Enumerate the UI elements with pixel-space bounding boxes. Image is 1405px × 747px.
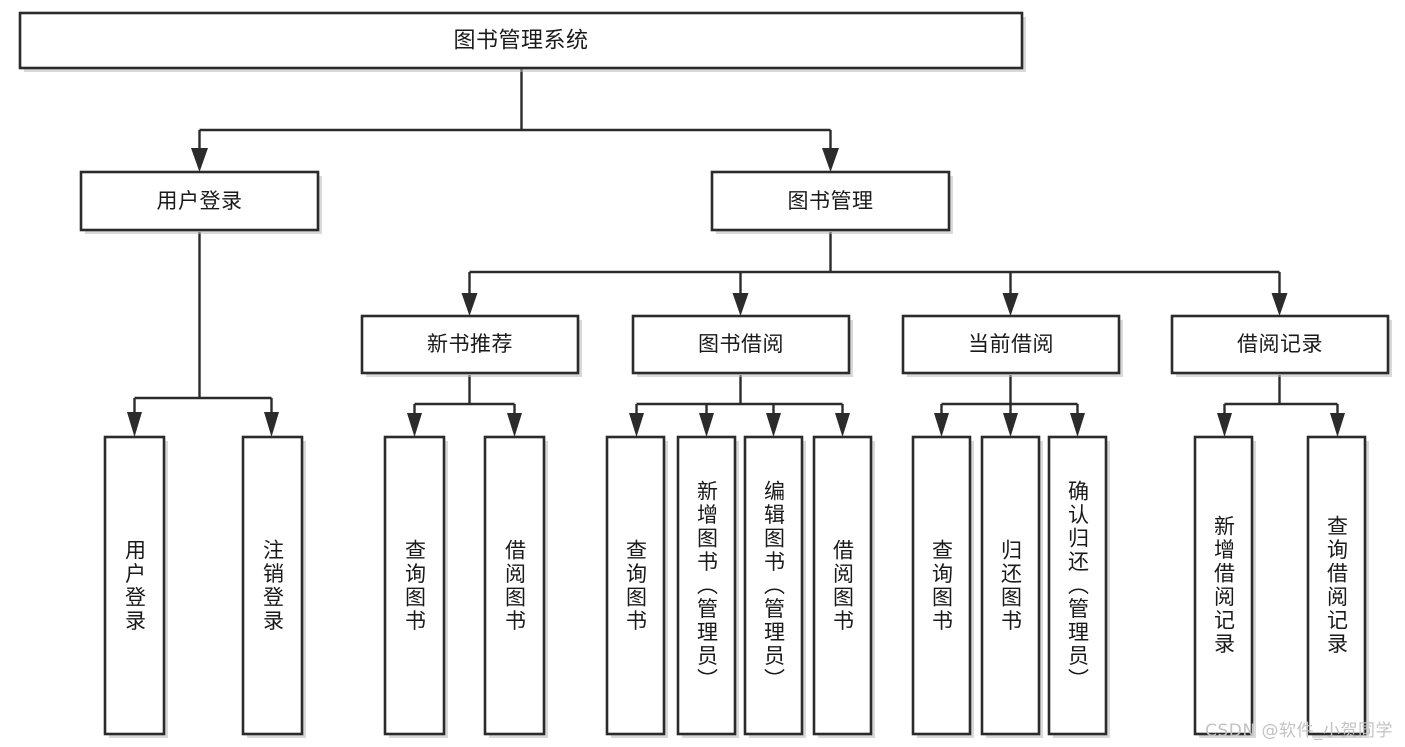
leaf-add-book-admin-box[interactable] <box>676 435 737 736</box>
leaf-add-book-admin[interactable] <box>676 435 739 738</box>
arrowhead-leaf-query-book-current <box>934 413 949 437</box>
arrowhead-leaf-borrow-book <box>835 413 850 437</box>
arrowhead-user-login <box>191 148 208 172</box>
leaf-query-book-current[interactable] <box>911 435 974 738</box>
arrowhead-new-book-recommend <box>461 293 478 316</box>
arrowhead-leaf-query-book-recommend <box>407 413 422 437</box>
book-management-box[interactable] <box>710 170 951 232</box>
leaf-borrow-book-box[interactable] <box>812 435 873 736</box>
book-management-label: 图书管理 <box>788 189 874 213</box>
arrowhead-borrow-record <box>1271 293 1288 316</box>
leaf-return-book-box[interactable] <box>980 435 1041 736</box>
arrowhead-leaf-query-book-borrow <box>629 413 644 437</box>
arrowhead-leaf-add-book-admin <box>699 413 714 437</box>
node-new-book-recommend[interactable]: 新书推荐 <box>360 314 582 377</box>
leaf-query-book-recommend-box[interactable] <box>383 435 446 736</box>
leaf-add-borrow-record[interactable] <box>1193 435 1256 738</box>
arrowhead-leaf-confirm-return-admin <box>1070 413 1085 437</box>
node-book-management[interactable]: 图书管理 <box>710 170 953 234</box>
current-borrow-label: 当前借阅 <box>968 332 1054 356</box>
leaf-logout-box[interactable] <box>241 435 304 736</box>
node-root-library-system[interactable]: 图书管理系统 <box>18 11 1026 72</box>
arrowhead-leaf-user-login <box>127 412 142 437</box>
arrowhead-leaf-return-book <box>1003 413 1018 437</box>
arrowhead-leaf-logout <box>264 412 279 437</box>
leaf-confirm-return-admin-box[interactable] <box>1047 435 1108 736</box>
arrowhead-book-management <box>822 148 839 172</box>
arrowhead-book-borrow <box>732 293 749 316</box>
leaf-query-borrow-record[interactable] <box>1306 435 1369 738</box>
leaf-query-book-current-box[interactable] <box>911 435 972 736</box>
leaf-borrow-book[interactable] <box>812 435 875 738</box>
leaf-query-book-borrow[interactable] <box>605 435 668 738</box>
node-book-borrow[interactable]: 图书借阅 <box>631 314 853 377</box>
leaf-logout[interactable] <box>241 435 306 738</box>
arrowhead-leaf-add-borrow-record <box>1217 413 1232 437</box>
leaf-query-borrow-record-box[interactable] <box>1306 435 1367 736</box>
leaf-user-login-box[interactable] <box>103 435 166 736</box>
user-login-box[interactable] <box>79 170 320 232</box>
node-layer: 图书管理系统 用户登录 图书管理 新书推荐 <box>18 11 1392 738</box>
leaf-user-login[interactable] <box>103 435 168 738</box>
book-borrow-box[interactable] <box>631 314 851 375</box>
arrowhead-leaf-borrow-book-recommend <box>507 413 522 437</box>
root-label: 图书管理系统 <box>453 29 588 54</box>
leaf-borrow-book-recommend[interactable] <box>483 435 548 738</box>
borrow-record-box[interactable] <box>1170 314 1390 375</box>
root-box[interactable] <box>18 11 1024 70</box>
borrow-record-label: 借阅记录 <box>1237 332 1323 356</box>
leaf-borrow-book-recommend-box[interactable] <box>483 435 546 736</box>
leaf-edit-book-admin[interactable] <box>743 435 806 738</box>
node-user-login[interactable]: 用户登录 <box>79 170 322 234</box>
arrowhead-current-borrow <box>1002 293 1019 316</box>
node-borrow-record[interactable]: 借阅记录 <box>1170 314 1392 377</box>
leaf-edit-book-admin-box[interactable] <box>743 435 804 736</box>
csdn-watermark: CSDN @软件_小贺同学 <box>1205 721 1393 741</box>
leaf-return-book[interactable] <box>980 435 1043 738</box>
leaf-query-book-recommend[interactable] <box>383 435 448 738</box>
leaf-query-book-borrow-box[interactable] <box>605 435 666 736</box>
leaf-confirm-return-admin[interactable] <box>1047 435 1110 738</box>
arrowhead-leaf-edit-book-admin <box>766 413 781 437</box>
new-book-recommend-label: 新书推荐 <box>427 332 513 356</box>
arrowhead-leaf-query-borrow-record <box>1330 413 1345 437</box>
new-book-recommend-box[interactable] <box>360 314 580 375</box>
current-borrow-box[interactable] <box>901 314 1121 375</box>
user-login-label: 用户登录 <box>157 189 243 213</box>
connector-layer <box>127 68 1345 437</box>
book-borrow-label: 图书借阅 <box>698 332 784 356</box>
leaf-add-borrow-record-box[interactable] <box>1193 435 1254 736</box>
node-current-borrow[interactable]: 当前借阅 <box>901 314 1123 377</box>
